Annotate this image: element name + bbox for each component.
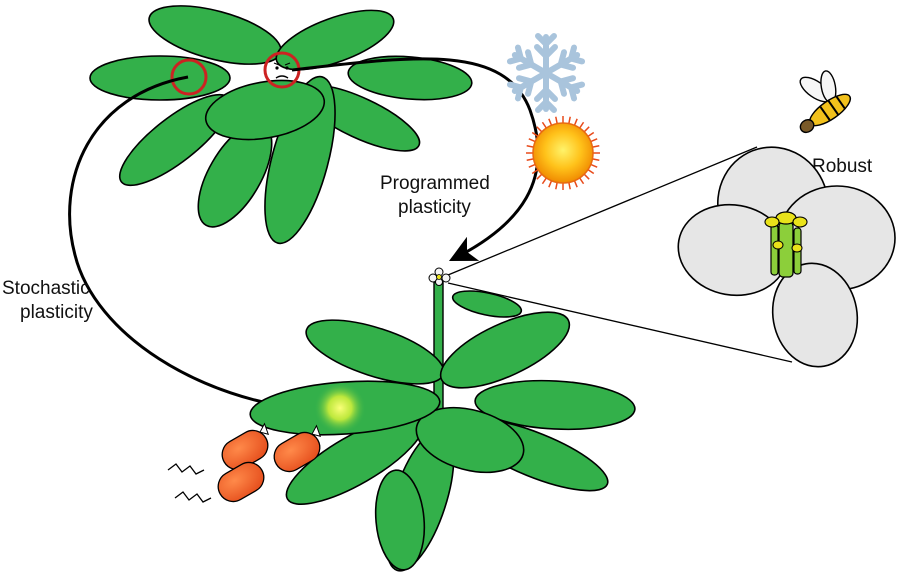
sun-ray <box>526 158 534 161</box>
upper-leaf <box>264 75 336 245</box>
enlarged-flower <box>677 146 896 368</box>
sun-ray <box>573 118 578 126</box>
sun-ray <box>590 163 598 168</box>
sun-ray <box>541 177 547 185</box>
upper-leaf <box>275 9 395 71</box>
programmed-plasticity-label-line2: plasticity <box>398 197 471 218</box>
flower-stem <box>428 267 523 411</box>
robust-label: Robust <box>812 156 873 177</box>
flower-petal <box>771 262 859 368</box>
sun-ray <box>583 173 590 180</box>
sun-ray <box>579 121 585 129</box>
stochastic-plasticity-label-line1: Stochastic <box>2 278 90 299</box>
upper-leaf <box>204 79 326 141</box>
sun-ray <box>528 163 536 168</box>
sun-ray <box>536 173 543 180</box>
sun-ray <box>531 131 539 137</box>
sun-ray <box>541 121 547 129</box>
small-flower <box>428 267 451 286</box>
sun-ray <box>536 126 543 133</box>
sun-ray <box>573 180 578 188</box>
sun-ray <box>587 131 595 137</box>
lower-leaf <box>415 406 525 474</box>
sun-ray <box>548 118 553 126</box>
lower-leaf <box>474 379 636 431</box>
stochastic-arrow <box>68 75 319 422</box>
sun-ray <box>555 182 558 190</box>
upper-leaf <box>347 55 473 101</box>
lower-leaf <box>439 311 571 389</box>
sun-ray <box>526 145 534 148</box>
upper-rosette <box>89 5 473 245</box>
sun-ray <box>590 138 598 143</box>
flower-pistil <box>764 211 808 278</box>
damage-glow <box>314 382 366 434</box>
larva-icon <box>167 422 322 503</box>
zoom-callout <box>447 146 793 363</box>
sun-ray <box>583 126 590 133</box>
sun-ray <box>568 116 571 124</box>
sun-ray <box>592 158 600 161</box>
lower-rosette <box>249 311 636 572</box>
sun-ray <box>568 182 571 190</box>
sun-ray <box>548 180 553 188</box>
sun-icon <box>526 116 600 190</box>
upper-leaf <box>89 55 231 101</box>
highlight-ring <box>170 58 208 96</box>
sad-face-icon <box>273 62 291 79</box>
sun-ray <box>555 116 558 124</box>
sun-ray <box>587 169 595 175</box>
sun-ray <box>592 145 600 148</box>
sun-ray <box>579 177 585 185</box>
programmed-arrow <box>291 57 540 262</box>
sun-ray <box>528 138 536 143</box>
lower-leaf <box>374 469 426 571</box>
snowflake-icon <box>509 33 582 110</box>
stochastic-plasticity-label-line2: plasticity <box>20 302 93 323</box>
sun-ray <box>531 169 539 175</box>
bee-icon <box>799 70 852 134</box>
programmed-plasticity-label-line1: Programmed <box>380 173 490 194</box>
